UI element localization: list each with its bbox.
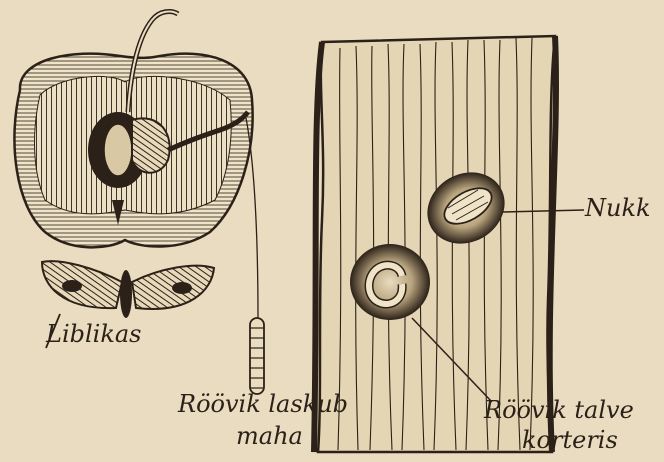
label-larva-winter-line2: korteris [522,428,618,452]
moth-left-wing [42,261,122,308]
apple-core-seed [104,124,132,176]
label-larva-winter-line1: Röövik talve [484,398,634,422]
moth-body [120,270,132,318]
tree-trunk [314,36,556,452]
larva-winter-cavity [350,244,430,320]
label-larva-descends-line2: maha [236,424,303,448]
descending-larva [250,318,264,394]
apple-cross-section [14,12,252,248]
moth [42,261,214,318]
label-pupa: Nukk [585,196,651,220]
label-moth: Liblikas [46,322,142,346]
label-larva-descends-line1: Röövik laskub [178,392,348,416]
